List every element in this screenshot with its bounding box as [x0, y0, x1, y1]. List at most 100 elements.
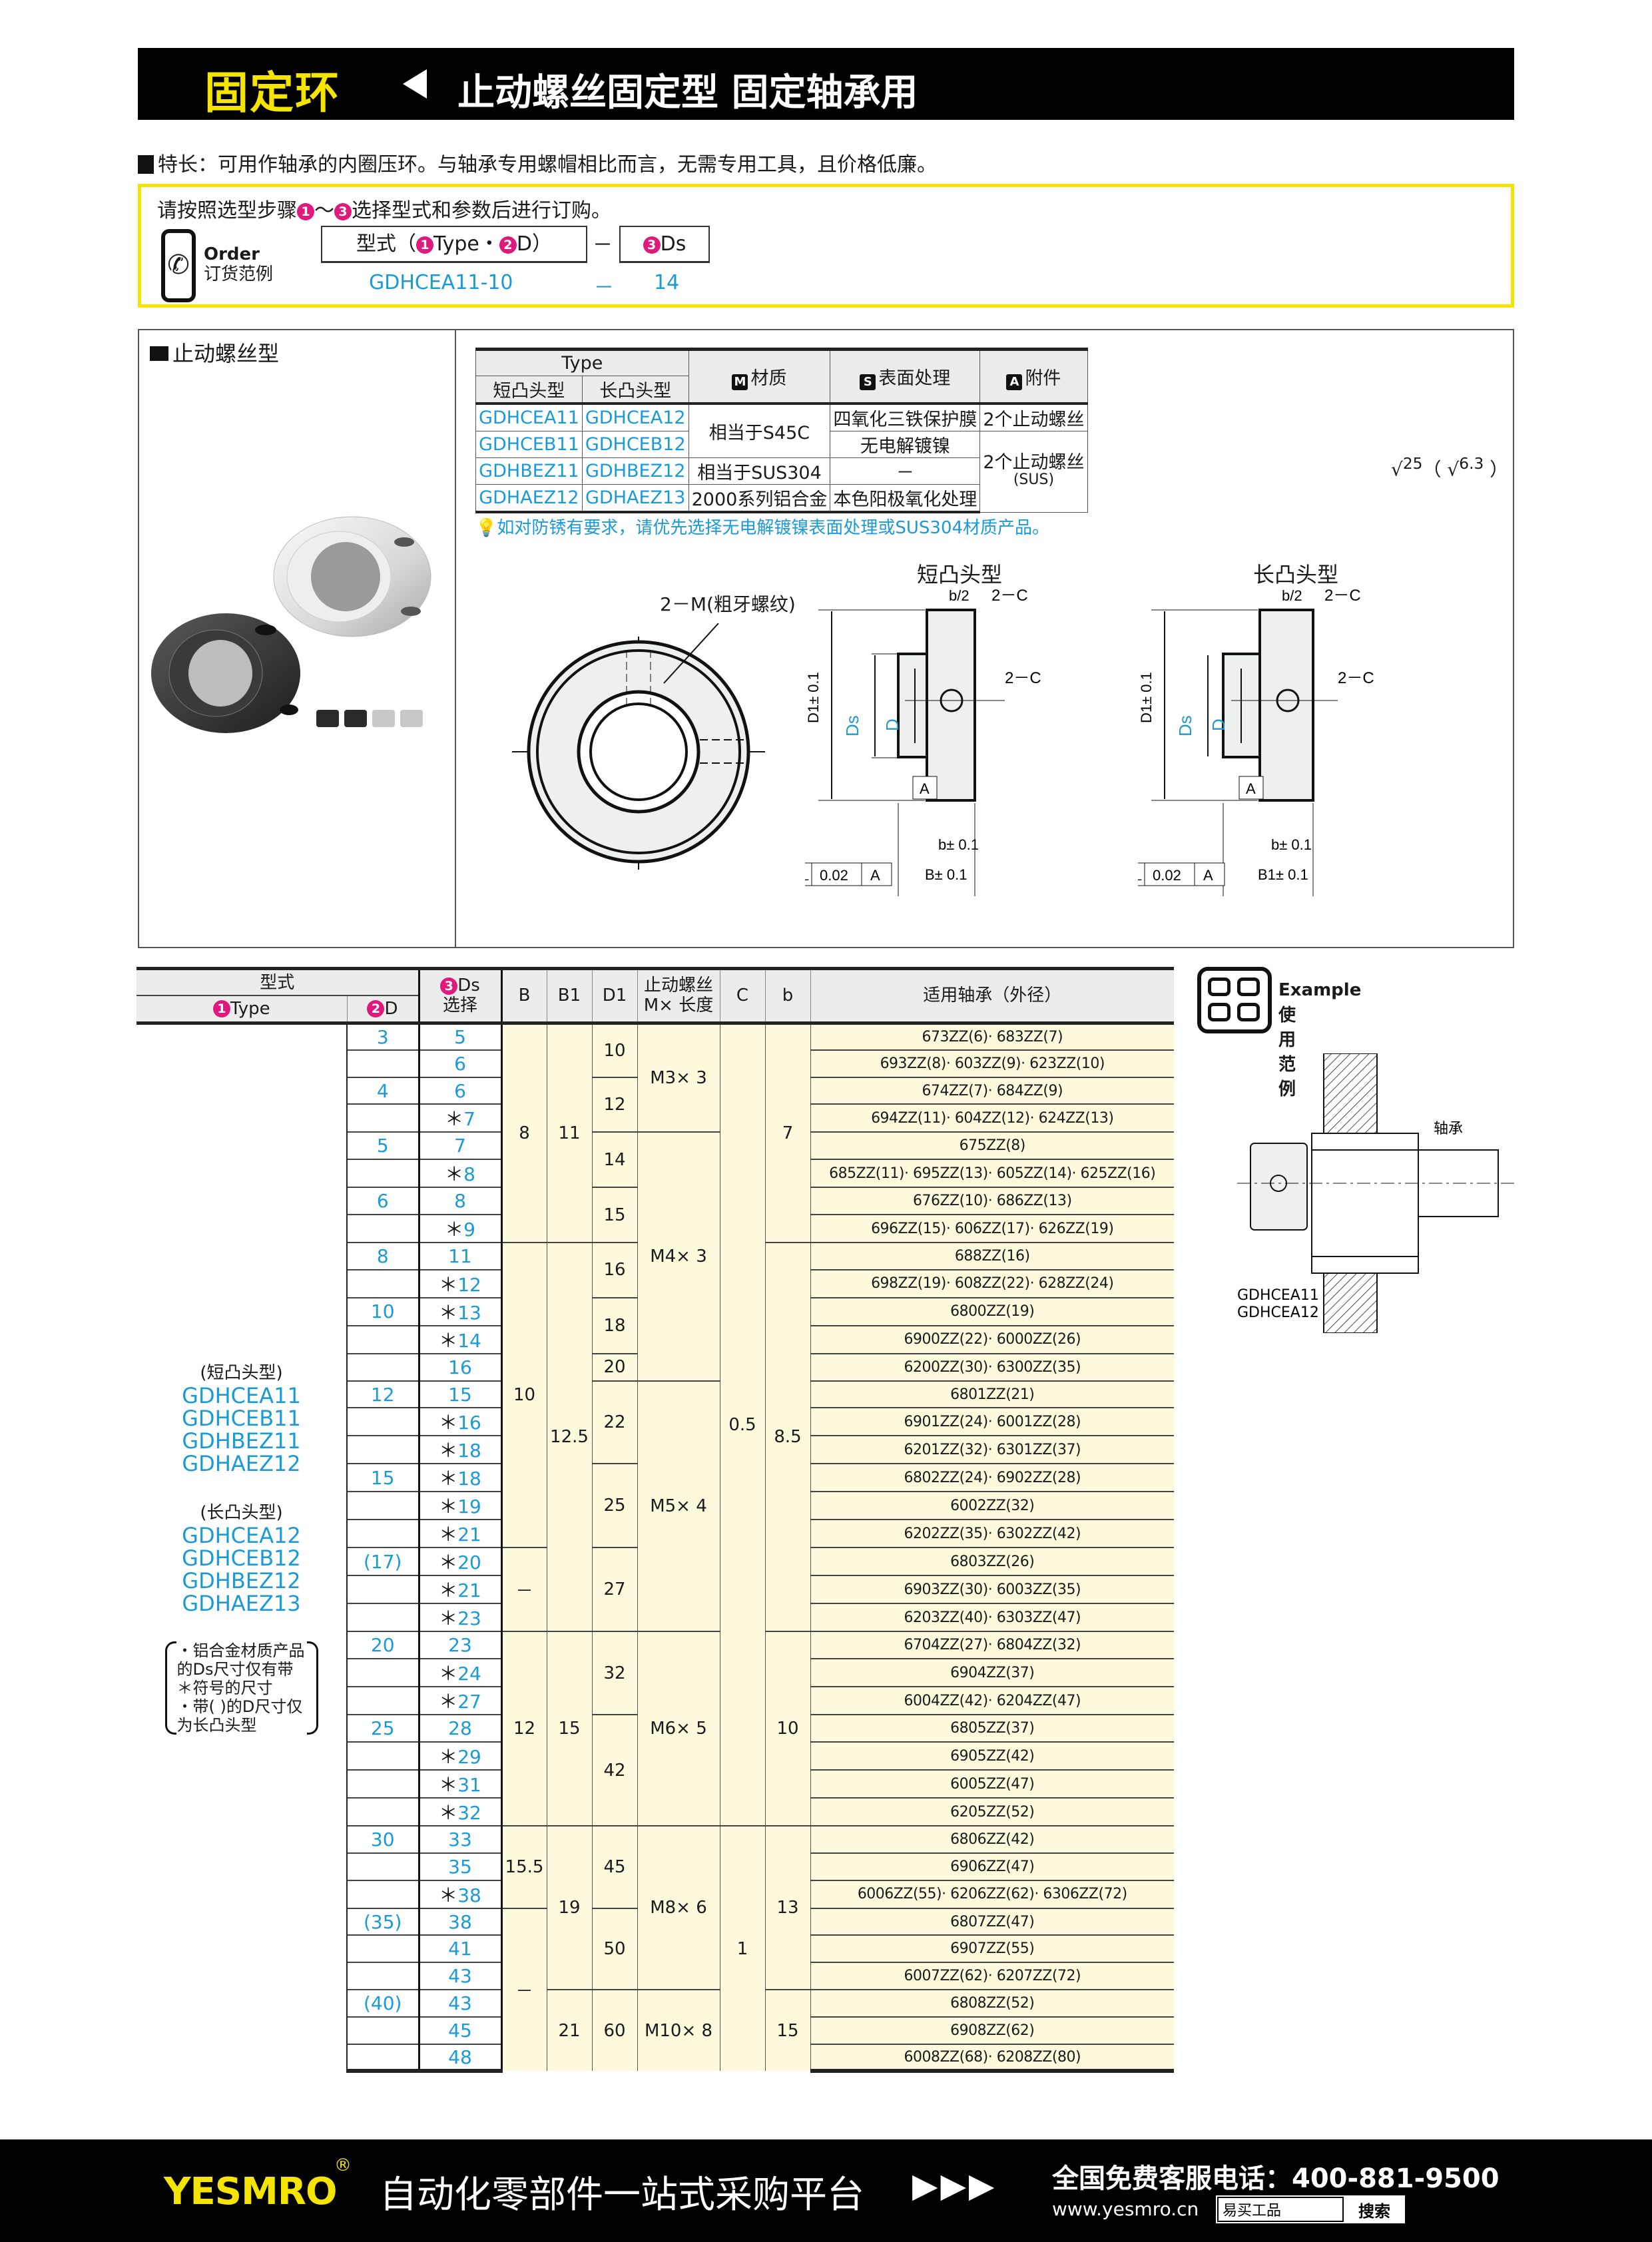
small-b-header: b — [764, 967, 810, 1025]
d-cell: 10 — [346, 1296, 419, 1326]
bearing-cell: 6007ZZ(62)· 6207ZZ(72) — [810, 1962, 1174, 1990]
table-row: 6 693ZZ(8)· 603ZZ(9)· 623ZZ(10) — [137, 1049, 1174, 1077]
rust-tip: 💡如对防锈有要求，请优先选择无电解镀镍表面处理或SUS304材质产品。 — [475, 514, 1049, 539]
ds-value: 35 — [448, 1855, 472, 1878]
d-cell — [346, 1686, 419, 1715]
c-header: C — [719, 967, 765, 1025]
bearing-cell: 6201ZZ(32)· 6301ZZ(37) — [810, 1435, 1174, 1464]
spec-panel: 止动螺丝型 Type — [138, 329, 1514, 948]
screw-header-line1: 止动螺丝 — [643, 976, 713, 996]
d-cell — [346, 1797, 419, 1826]
black-collar-image — [151, 613, 300, 733]
ds-cell: 5 — [417, 1022, 503, 1050]
bearing-cell: 696ZZ(15)· 606ZZ(17)· 626ZZ(19) — [810, 1214, 1174, 1243]
d1-cell: 60 — [591, 1989, 637, 2072]
short-type-code: GDHCEB11 — [182, 1405, 301, 1431]
ds-cell: 38 — [417, 1907, 503, 1936]
bearing-cell: 6202ZZ(35)· 6302ZZ(42) — [810, 1519, 1174, 1548]
website-link[interactable]: www.yesmro.cn — [1052, 2198, 1199, 2220]
ds-cell: 7 — [417, 1131, 503, 1160]
surface: － — [830, 457, 981, 485]
surface: 本色阳极氧化处理 — [830, 484, 981, 513]
type-group-header: 型式 — [137, 967, 419, 997]
material-header-label: 材质 — [750, 368, 787, 389]
ds-header-line1: Ds — [457, 976, 480, 996]
d1-cell: 15 — [591, 1187, 637, 1243]
datum-a: A — [920, 780, 930, 797]
s-badge-icon: S — [860, 374, 876, 390]
ds-value: 16 — [457, 1412, 481, 1434]
d-cell — [346, 1519, 419, 1548]
ds-cell: 35 — [417, 1852, 503, 1880]
screw-header-line2: M× 长度 — [643, 995, 714, 1016]
d-header-label: D — [384, 998, 398, 1019]
d1-cell: 14 — [591, 1131, 637, 1188]
ds-cell: ＊29 — [417, 1741, 503, 1771]
bearing-cell: 694ZZ(11)· 604ZZ(12)· 624ZZ(13) — [810, 1103, 1174, 1133]
bearing-cell: 6901ZZ(24)· 6001ZZ(28) — [810, 1407, 1174, 1436]
material: 相当于SUS304 — [688, 457, 831, 485]
bearing-cell: 693ZZ(8)· 603ZZ(9)· 623ZZ(10) — [810, 1049, 1174, 1077]
ds-value: 21 — [457, 1579, 481, 1602]
lightbulb-icon: 💡 — [475, 518, 497, 538]
ds-value: 7 — [454, 1135, 466, 1157]
long-type-code: GDHBEZ12 — [182, 1567, 301, 1593]
arrow-left-icon — [403, 69, 427, 99]
ds-value: 21 — [457, 1524, 481, 1546]
short-type-code: GDHAEZ12 — [182, 1450, 301, 1476]
d1-cell: 50 — [591, 1907, 637, 1990]
accessory-line2: (SUS) — [1013, 471, 1055, 489]
ds-cell: 15 — [417, 1380, 503, 1408]
brand-logo[interactable]: YESMRO — [164, 2170, 338, 2213]
d-cell — [346, 1852, 419, 1880]
ds-value: 23 — [448, 1634, 472, 1657]
small-b-cell: 13 — [764, 1825, 810, 1990]
ds-value: 28 — [448, 1717, 472, 1740]
search-input[interactable] — [1217, 2197, 1344, 2222]
bearing-cell: 6806ZZ(42) — [810, 1825, 1174, 1853]
ds-cell: 6 — [417, 1049, 503, 1077]
example-label-en: Example — [1278, 980, 1362, 1000]
long-view-drawing: D1± 0.1 Ds D A b/2 2－C 2－C b± 0.1 B1± 0.… — [1138, 587, 1374, 896]
bearing-cell: 6006ZZ(55)· 6206ZZ(62)· 6306ZZ(72) — [810, 1879, 1174, 1908]
ds-value: 45 — [448, 2019, 472, 2042]
long-type: GDHCEA12 — [581, 402, 689, 431]
ds-cell: ＊38 — [417, 1879, 503, 1908]
bearing-cell: 6805ZZ(37) — [810, 1714, 1174, 1743]
perpendicularity-value: 0.02 — [820, 867, 848, 884]
star-mark: ＊ — [439, 1774, 458, 1797]
ds-value: 29 — [457, 1746, 481, 1769]
bearing-cell: 675ZZ(8) — [810, 1131, 1174, 1160]
d-cell — [346, 1324, 419, 1354]
material: 2000系列铝合金 — [688, 484, 831, 513]
m-badge-icon: M — [732, 374, 748, 390]
bearing-cell: 676ZZ(10)· 686ZZ(13) — [810, 1187, 1174, 1215]
search-button[interactable]: 搜索 — [1345, 2197, 1404, 2222]
star-mark: ＊ — [439, 1273, 458, 1296]
ds-cell: ＊12 — [417, 1268, 503, 1298]
small-b-cell: 8.5 — [764, 1242, 810, 1632]
product-photo — [151, 516, 431, 733]
d-cell: 6 — [346, 1187, 419, 1215]
star-mark: ＊ — [439, 1607, 458, 1630]
long-type: GDHAEZ13 — [581, 484, 689, 513]
star-mark: ＊ — [439, 1746, 458, 1769]
ds-cell: 43 — [417, 1962, 503, 1990]
screw-cell: M4× 3 — [637, 1131, 720, 1381]
accessory-header-label: 附件 — [1025, 368, 1061, 389]
step-3-badge: 3 — [334, 202, 352, 220]
